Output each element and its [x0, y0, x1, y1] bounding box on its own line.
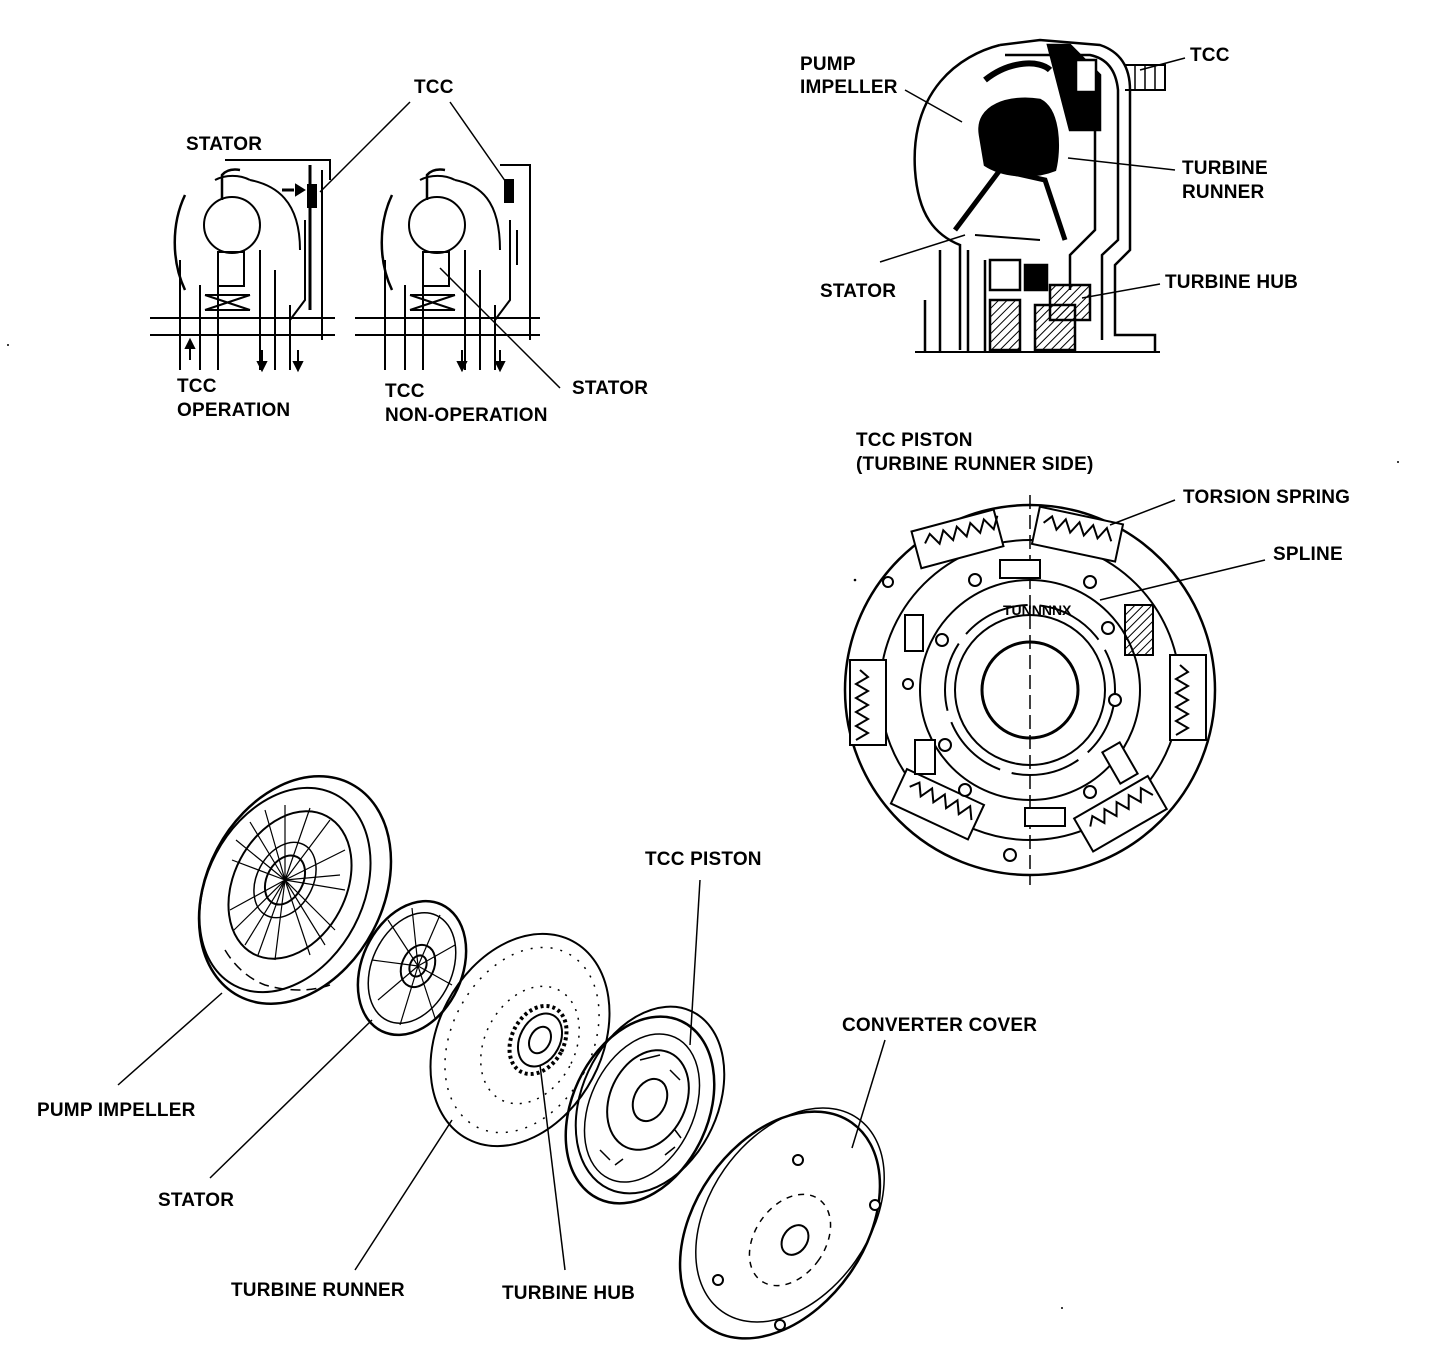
schematic-stator-top-label: STATOR [186, 134, 263, 155]
spline-label: SPLINE [1273, 544, 1343, 565]
exploded-pump-impeller-label: PUMP IMPELLER [37, 1100, 196, 1121]
tcc-operation-label-line1: TCC [177, 376, 217, 397]
piston-leader-lines [1099, 499, 1266, 601]
tcc-non-operation-schematic [355, 164, 540, 373]
piston-title-line1: TCC PISTON [856, 430, 973, 451]
schematic-leader-lines [319, 101, 561, 389]
cross-section-pump-label-line2: IMPELLER [800, 77, 898, 98]
tcc-non-operation-label-line2: NON-OPERATION [385, 405, 548, 426]
tcc-non-operation-label-line1: TCC [385, 381, 425, 402]
tcc-piston-front-view: TUNNNNX [843, 495, 1217, 885]
exploded-tcc-piston-label: TCC PISTON [645, 849, 762, 870]
tcc-operation-schematic [150, 159, 335, 373]
piston-title-line2: (TURBINE RUNNER SIDE) [856, 454, 1094, 475]
cross-section-stator-label: STATOR [820, 281, 897, 302]
exploded-stator [356, 899, 468, 1037]
exploded-tcc-piston [564, 1005, 726, 1205]
schematic-tcc-label: TCC [414, 77, 454, 98]
exploded-turbine-hub-label: TURBINE HUB [502, 1283, 636, 1304]
exploded-pump-impeller [197, 775, 393, 1005]
exploded-stator-label: STATOR [158, 1190, 235, 1211]
exploded-converter-cover [678, 1107, 885, 1340]
cross-section-view [913, 38, 1166, 353]
exploded-converter-cover-label: CONVERTER COVER [842, 1015, 1038, 1036]
tcc-operation-label-line2: OPERATION [177, 400, 291, 421]
scan-specks [7, 344, 1399, 1309]
exploded-turbine-runner-label: TURBINE RUNNER [231, 1280, 405, 1301]
cross-section-pump-label-line1: PUMP [800, 54, 856, 75]
cross-section-leader-lines [879, 57, 1186, 299]
cross-section-turbine-runner-label-line1: TURBINE [1182, 158, 1268, 179]
svg-text:TUNNNNX: TUNNNNX [1003, 602, 1072, 618]
cross-section-tcc-label: TCC [1190, 45, 1230, 66]
torsion-spring-label: TORSION SPRING [1183, 487, 1351, 508]
cross-section-turbine-runner-label-line2: RUNNER [1182, 182, 1265, 203]
exploded-leader-lines [117, 879, 886, 1271]
cross-section-turbine-hub-label: TURBINE HUB [1165, 272, 1299, 293]
schematic-stator-right-label: STATOR [572, 378, 649, 399]
